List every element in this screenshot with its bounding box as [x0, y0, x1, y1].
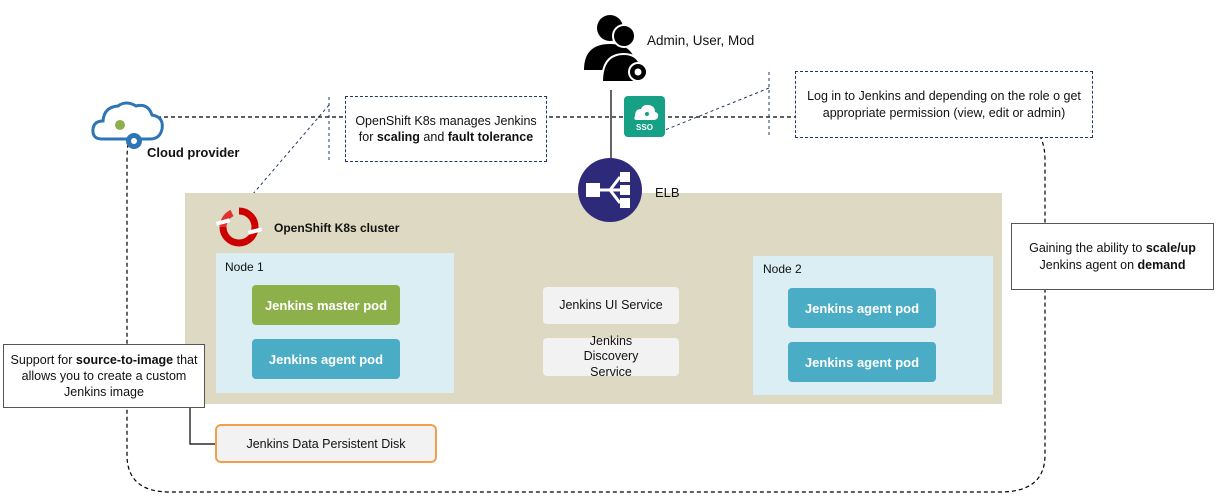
load-balancer-icon [576, 157, 644, 223]
cloud-provider-label: Cloud provider [147, 145, 240, 160]
callout-login-leader [664, 87, 770, 131]
note-login-permissions: Log in to Jenkins and depending on the r… [795, 71, 1093, 138]
jenkins-agent-pod-node2-b: Jenkins agent pod [788, 342, 936, 382]
jenkins-discovery-service: Jenkins Discovery Service [543, 334, 679, 379]
note-openshift-scaling: OpenShift K8s manages Jenkins for scalin… [345, 96, 547, 162]
node-2-label: Node 2 [763, 262, 802, 276]
users-label: Admin, User, Mod [647, 33, 755, 48]
cloud-boundary [126, 116, 1046, 493]
cloud-sso-icon [624, 96, 665, 137]
jenkins-master-pod: Jenkins master pod [252, 285, 400, 325]
jenkins-agent-pod-node1: Jenkins agent pod [252, 339, 400, 379]
note-scale-text: Gaining the ability to scale/up Jenkins … [1029, 241, 1196, 272]
note-openshift-text: OpenShift K8s manages Jenkins for scalin… [355, 113, 537, 144]
elb-label: ELB [655, 185, 680, 200]
node-1-label: Node 1 [225, 260, 264, 274]
jenkins-agent-pod-node2-a: Jenkins agent pod [788, 288, 936, 328]
note-login-text: Log in to Jenkins and depending on the r… [807, 89, 1081, 120]
cluster-label: OpenShift K8s cluster [274, 221, 400, 235]
sso-label: SSO [636, 123, 653, 132]
note-s2i-text: Support for source-to-image that allows … [10, 352, 198, 400]
cloud-gear-icon [90, 97, 168, 153]
openshift-icon [214, 205, 264, 247]
jenkins-ui-service: Jenkins UI Service [543, 287, 679, 324]
jenkins-data-disk: Jenkins Data Persistent Disk [215, 424, 437, 463]
note-source-to-image: Support for source-to-image that allows … [3, 344, 205, 408]
users-gear-icon [580, 10, 652, 86]
note-scale-agents: Gaining the ability to scale/up Jenkins … [1011, 223, 1214, 290]
